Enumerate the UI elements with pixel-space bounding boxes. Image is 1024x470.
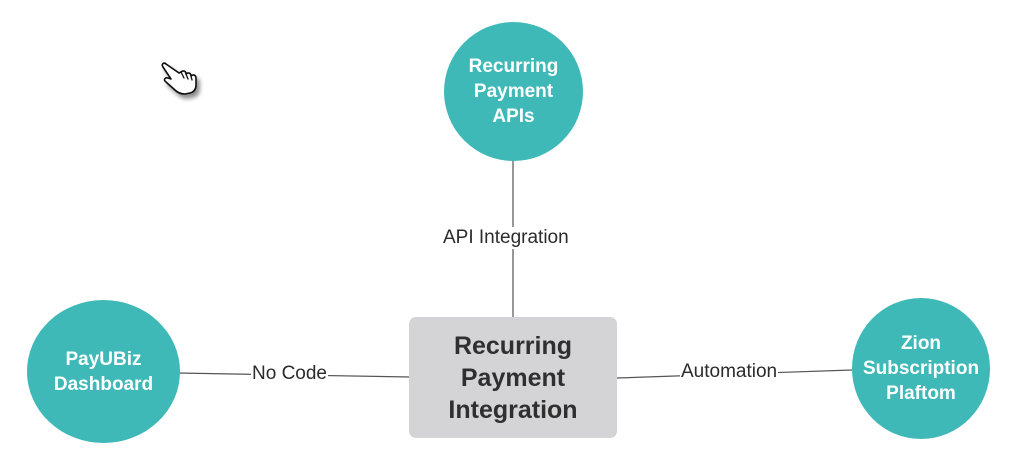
- node-label-line: Recurring: [468, 56, 559, 77]
- edge-label-no-code: No Code: [251, 363, 328, 385]
- node-label-line: Plaftom: [886, 383, 956, 404]
- node-label-line: Subscription: [862, 358, 980, 379]
- node-label: PayUBiz Dashboard: [54, 347, 153, 397]
- node-recurring-payment-integration[interactable]: Recurring Payment Integration: [409, 317, 617, 438]
- hand-pointer-icon: [158, 58, 204, 104]
- node-label-line: Payment: [460, 363, 566, 392]
- node-label: Recurring Payment APIs: [469, 54, 559, 129]
- node-label: Recurring Payment Integration: [448, 330, 577, 426]
- edge-label-api-integration: API Integration: [442, 227, 570, 249]
- node-label-line: Recurring: [453, 331, 573, 360]
- node-label-line: Dashboard: [53, 373, 154, 395]
- node-label-line: Payment: [473, 81, 554, 102]
- node-label: Zion Subscription Plaftom: [863, 331, 979, 406]
- node-label-line: APIs: [492, 106, 535, 127]
- node-label-line: PayUBiz: [65, 348, 142, 370]
- edge-label-automation: Automation: [680, 361, 779, 383]
- node-zion-subscription-platform[interactable]: Zion Subscription Plaftom: [852, 298, 990, 439]
- node-payubiz-dashboard[interactable]: PayUBiz Dashboard: [27, 300, 180, 443]
- node-label-line: Integration: [448, 395, 578, 424]
- node-recurring-payment-apis[interactable]: Recurring Payment APIs: [444, 22, 583, 161]
- node-label-line: Zion: [900, 333, 942, 354]
